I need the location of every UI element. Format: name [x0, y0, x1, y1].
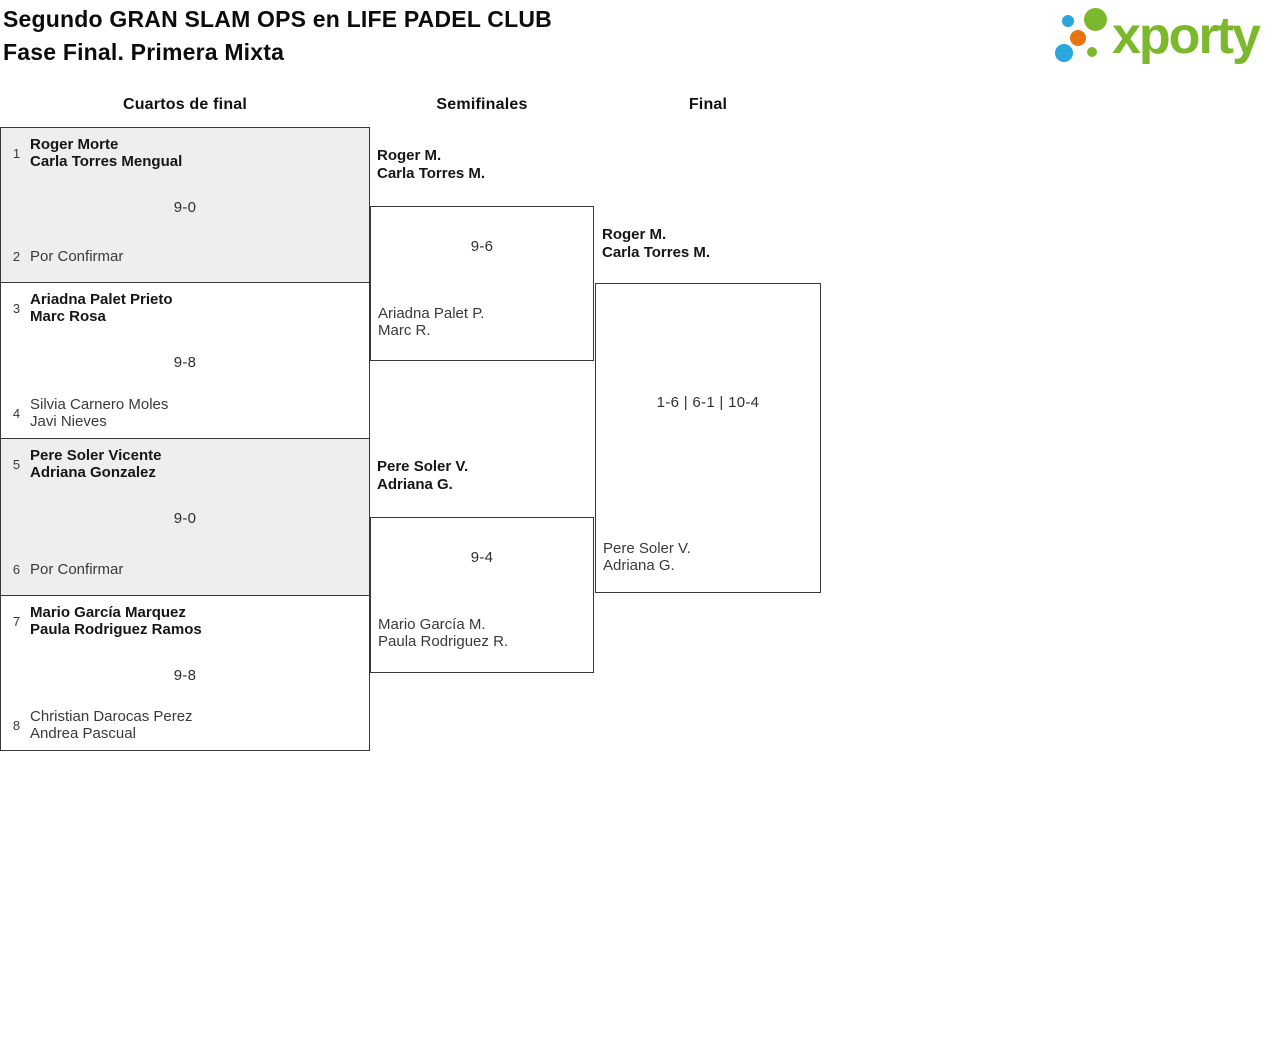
match-score: 9-6 [470, 238, 494, 255]
player-name: Pere Soler V. [603, 540, 691, 557]
semifinal-2-loser: Mario García M. Paula Rodriguez R. [378, 616, 508, 650]
seed-number: 1 [12, 145, 21, 161]
seed-number: 2 [12, 249, 21, 264]
team-row: 6 Por Confirmar [10, 561, 360, 578]
team-name: Por Confirmar [30, 248, 123, 265]
seed-number: 6 [12, 562, 21, 577]
seed-number: 7 [12, 613, 21, 629]
team-name: Por Confirmar [30, 561, 123, 578]
player-name: Paula Rodriguez Ramos [30, 621, 202, 638]
player-name: Roger Morte [30, 136, 119, 153]
team-row: 4 Silvia Carnero Moles Javi Nieves [10, 396, 360, 430]
team-name: Silvia Carnero Moles Javi Nieves [30, 396, 168, 430]
player-name: Por Confirmar [30, 561, 124, 578]
seed-number: 4 [12, 405, 21, 421]
team-row: 2 Por Confirmar [10, 248, 360, 265]
team-name: Pere Soler Vicente Adriana Gonzalez [30, 447, 161, 481]
player-name: Por Confirmar [30, 248, 124, 265]
player-name: Paula Rodriguez R. [378, 633, 509, 650]
player-name: Marc R. [378, 322, 431, 339]
match-score: 1-6 | 6-1 | 10-4 [656, 394, 760, 411]
quarterfinal-match-2: 3 Ariadna Palet Prieto Marc Rosa 9-8 4 S… [0, 282, 370, 439]
quarterfinal-match-4: 7 Mario García Marquez Paula Rodriguez R… [0, 595, 370, 751]
team-name: Ariadna Palet Prieto Marc Rosa [30, 291, 173, 325]
semifinal-match-1: 9-6 Ariadna Palet P. Marc R. [370, 206, 594, 361]
logo-dot-icon [1062, 15, 1074, 27]
team-name: Mario García Marquez Paula Rodriguez Ram… [30, 604, 202, 638]
semifinal-1-loser: Ariadna Palet P. Marc R. [378, 305, 484, 339]
xporty-logo[interactable]: xporty [1050, 0, 1278, 80]
player-name: Carla Torres M. [377, 165, 486, 182]
quarterfinal-match-3: 5 Pere Soler Vicente Adriana Gonzalez 9-… [0, 438, 370, 596]
logo-dot-icon [1055, 44, 1073, 62]
player-name: Ariadna Palet Prieto [30, 291, 173, 308]
team-row: 5 Pere Soler Vicente Adriana Gonzalez [10, 447, 360, 481]
player-name: Pere Soler Vicente [30, 447, 162, 464]
quarterfinal-match-1: 1 Roger Morte Carla Torres Mengual 9-0 2… [0, 127, 370, 283]
team-row: 8 Christian Darocas Perez Andrea Pascual [10, 708, 360, 742]
team-name: Roger Morte Carla Torres Mengual [30, 136, 182, 170]
player-name: Roger M. [377, 147, 442, 164]
final-match: 1-6 | 6-1 | 10-4 Pere Soler V. Adriana G… [595, 283, 821, 593]
match-score: 9-0 [173, 510, 197, 527]
match-score: 9-8 [173, 354, 197, 371]
logo-dot-icon [1070, 30, 1086, 46]
player-name: Mario García M. [378, 616, 486, 633]
seed-number: 8 [12, 717, 21, 733]
player-name: Pere Soler V. [377, 458, 469, 475]
team-row: 3 Ariadna Palet Prieto Marc Rosa [10, 291, 360, 325]
round-header-quarterfinals: Cuartos de final [122, 96, 248, 113]
player-name: Carla Torres M. [602, 244, 711, 261]
player-name: Adriana Gonzalez [30, 464, 156, 481]
round-header-semifinals: Semifinales [436, 96, 528, 113]
semifinal-1-winner: Roger M. Carla Torres M. [377, 147, 485, 183]
player-name: Adriana G. [603, 557, 675, 574]
semifinal-2-winner: Pere Soler V. Adriana G. [377, 458, 468, 494]
player-name: Javi Nieves [30, 413, 107, 430]
tournament-title: Segundo GRAN SLAM OPS en LIFE PADEL CLUB [3, 6, 552, 32]
seed-number: 3 [12, 300, 21, 316]
player-name: Andrea Pascual [30, 725, 136, 742]
player-name: Mario García Marquez [30, 604, 186, 621]
semifinal-match-2: 9-4 Mario García M. Paula Rodriguez R. [370, 517, 594, 673]
team-name: Christian Darocas Perez Andrea Pascual [30, 708, 193, 742]
page-header: Segundo GRAN SLAM OPS en LIFE PADEL CLUB… [3, 3, 552, 69]
xporty-logo-text: xporty [1112, 7, 1261, 65]
player-name: Christian Darocas Perez [30, 708, 193, 725]
team-row: 7 Mario García Marquez Paula Rodriguez R… [10, 604, 360, 638]
round-header-final: Final [688, 96, 728, 113]
match-score: 9-8 [173, 667, 197, 684]
player-name: Silvia Carnero Moles [30, 396, 169, 413]
player-name: Roger M. [602, 226, 667, 243]
match-score: 9-4 [470, 549, 494, 566]
logo-dot-icon [1084, 8, 1107, 31]
player-name: Carla Torres Mengual [30, 153, 183, 170]
final-winner: Roger M. Carla Torres M. [602, 226, 710, 262]
player-name: Ariadna Palet P. [378, 305, 485, 322]
team-row: 1 Roger Morte Carla Torres Mengual [10, 136, 360, 170]
seed-number: 5 [12, 456, 21, 472]
match-score: 9-0 [173, 199, 197, 216]
player-name: Marc Rosa [30, 308, 106, 325]
logo-dot-icon [1087, 47, 1097, 57]
phase-subtitle: Fase Final. Primera Mixta [3, 39, 285, 65]
final-loser: Pere Soler V. Adriana G. [603, 540, 691, 574]
player-name: Adriana G. [377, 476, 453, 493]
